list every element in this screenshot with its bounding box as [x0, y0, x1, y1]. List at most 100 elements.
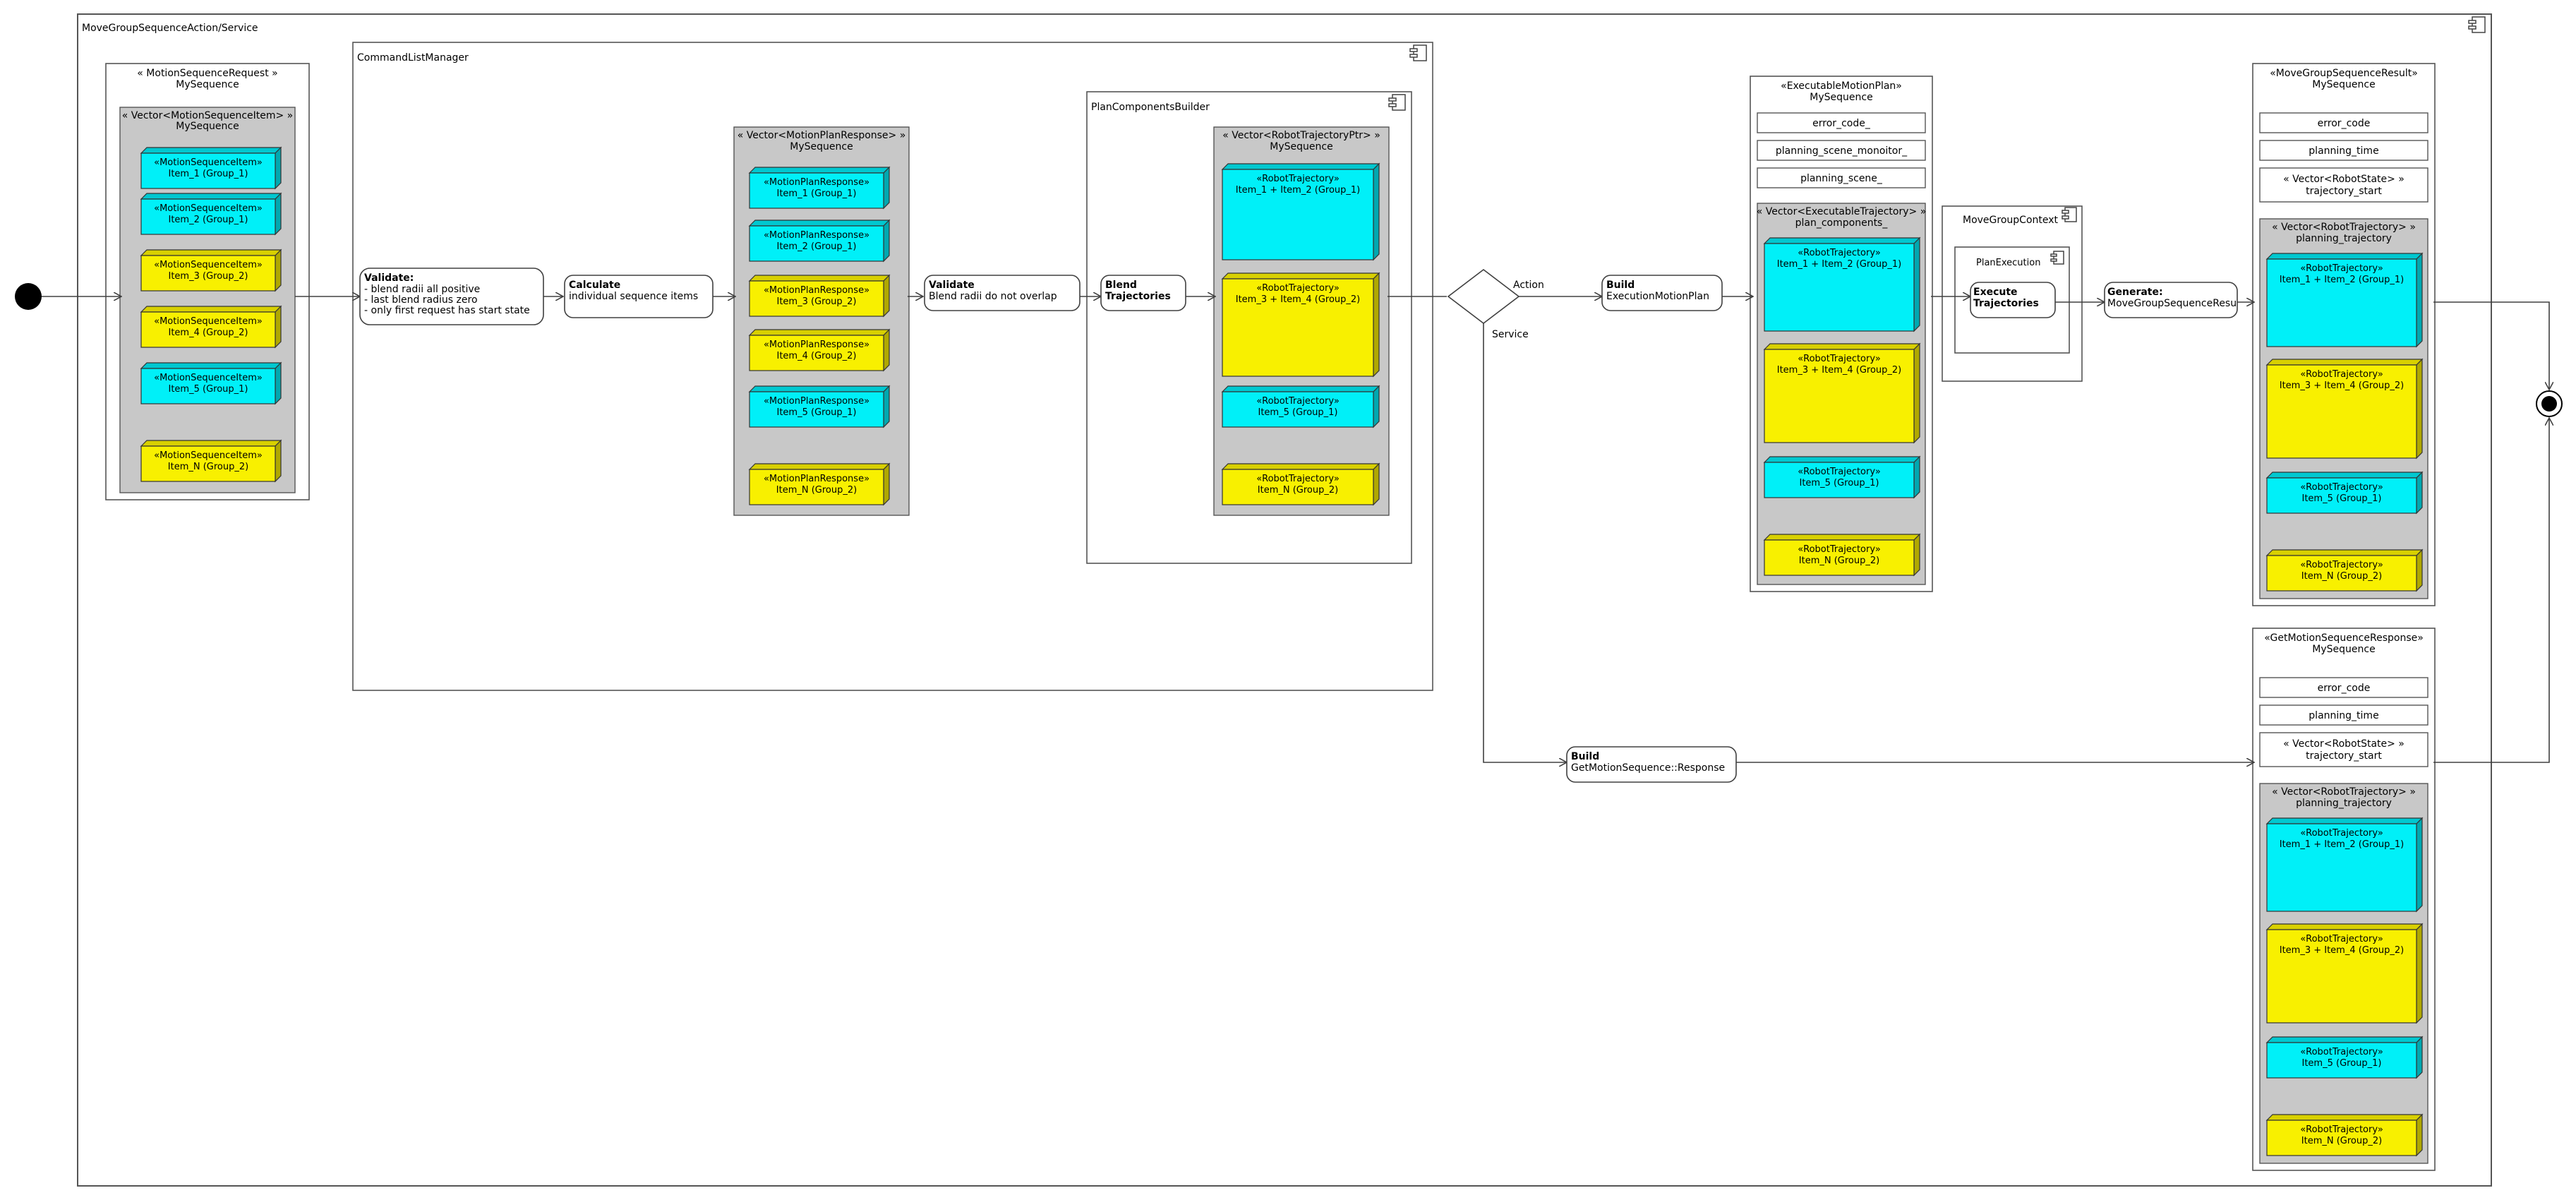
node-item: «RobotTrajectory»Item_N (Group_2) — [1763, 533, 1921, 577]
node-stereotype: «MotionPlanResponse» — [764, 396, 869, 407]
node-stereotype: «MotionPlanResponse» — [764, 230, 869, 241]
node-label: Item_3 + Item_4 (Group_2) — [2280, 945, 2405, 956]
node-item: «MotionSequenceItem»Item_3 (Group_2) — [140, 248, 282, 292]
node-item: «RobotTrajectory»Item_1 + Item_2 (Group_… — [2265, 252, 2424, 348]
move-group-sequence-result-object: «MoveGroupSequenceResult» MySequence err… — [2252, 63, 2436, 606]
vector-title: « Vector<ExecutableTrajectory> » — [1757, 206, 1927, 217]
node-item: «RobotTrajectory»Item_N (Group_2) — [2265, 1113, 2424, 1157]
node-item: «RobotTrajectory»Item_N (Group_2) — [2265, 548, 2424, 592]
field-box: planning_time — [2259, 140, 2428, 161]
vector-title: « Vector<RobotTrajectoryPtr> » — [1222, 130, 1380, 141]
plan-components-builder-frame: PlanComponentsBuilder — [1086, 91, 1412, 564]
action-execute-trajectories: Execute Trajectories — [1970, 282, 2056, 318]
component-icon — [2050, 251, 2064, 265]
node-label: Item_1 + Item_2 (Group_1) — [2280, 275, 2405, 285]
node-item: «RobotTrajectory»Item_N (Group_2) — [1221, 462, 1380, 506]
node-label: Item_4 (Group_2) — [777, 351, 857, 361]
svg-text:Generate:: Generate: — [2107, 287, 2163, 298]
move-group-context-title: MoveGroupContext — [1963, 215, 2059, 226]
node-stereotype: «RobotTrajectory» — [1256, 283, 1340, 294]
node-item: «RobotTrajectory»Item_3 + Item_4 (Group_… — [1763, 342, 1921, 444]
node-label: Item_N (Group_2) — [2301, 571, 2382, 582]
svg-text:planning_time: planning_time — [2309, 710, 2378, 721]
object-subtitle: MySequence — [1810, 92, 1872, 103]
node-item: «RobotTrajectory»Item_5 (Group_1) — [1763, 455, 1921, 499]
svg-text:Blend radii do not overlap: Blend radii do not overlap — [929, 291, 1057, 302]
outer-frame-title: MoveGroupSequenceAction/Service — [82, 23, 258, 34]
flow-edge — [2433, 301, 2549, 390]
node-item: «MotionPlanResponse»Item_3 (Group_2) — [748, 274, 891, 318]
node-item: «MotionSequenceItem»Item_1 (Group_1) — [140, 146, 282, 190]
node-item: «MotionPlanResponse»Item_1 (Group_1) — [748, 166, 891, 210]
action-validate-overlap: Validate Blend radii do not overlap — [924, 275, 1081, 311]
node-label: Item_1 + Item_2 (Group_1) — [1236, 185, 1361, 196]
node-stereotype: «MotionPlanResponse» — [764, 285, 869, 296]
field-box: error_code — [2259, 677, 2428, 698]
node-stereotype: «MotionSequenceItem» — [154, 450, 263, 461]
node-label: Item_5 (Group_1) — [1800, 478, 1879, 488]
node-item: «MotionPlanResponse»Item_2 (Group_1) — [748, 219, 891, 263]
decision-node: Action Service — [1447, 268, 1544, 340]
node-item: «RobotTrajectory»Item_5 (Group_1) — [2265, 471, 2424, 515]
node-stereotype: «RobotTrajectory» — [2300, 934, 2383, 944]
node-label: Item_N (Group_2) — [776, 485, 857, 496]
svg-text:individual sequence items: individual sequence items — [569, 291, 698, 302]
field-box: planning_scene_ — [1757, 167, 1926, 188]
object-title: «GetMotionSequenceResponse» — [2264, 632, 2424, 644]
node-item: «MotionPlanResponse»Item_4 (Group_2) — [748, 328, 891, 372]
svg-text:ExecutionMotionPlan: ExecutionMotionPlan — [1606, 291, 1709, 302]
guard-action-label: Action — [1513, 280, 1544, 291]
vector-subtitle: MySequence — [790, 141, 853, 152]
node-label: Item_N (Group_2) — [2301, 1136, 2382, 1146]
svg-text:planning_time: planning_time — [2309, 145, 2378, 157]
node-label: Item_3 + Item_4 (Group_2) — [2280, 380, 2405, 391]
node-stereotype: «MotionSequenceItem» — [154, 316, 263, 327]
move-group-context-frame: MoveGroupContext PlanExecution — [1942, 205, 2083, 382]
outer-frame: MoveGroupSequenceAction/Service — [77, 13, 2492, 1187]
node-stereotype: «MotionPlanResponse» — [764, 177, 869, 188]
svg-text:planning_scene_monoitor_: planning_scene_monoitor_ — [1776, 145, 1908, 157]
action-generate-result: Generate: MoveGroupSequenceResu — [2104, 282, 2238, 318]
control-flow-edges — [41, 296, 2549, 762]
node-label: Item_1 (Group_1) — [777, 188, 857, 199]
vector-title: « Vector<MotionPlanResponse> » — [738, 130, 906, 141]
node-stereotype: «MotionSequenceItem» — [154, 260, 263, 270]
vector-title: « Vector<MotionSequenceItem> » — [122, 110, 294, 121]
node-label: Item_3 (Group_2) — [169, 271, 248, 282]
field-box: « Vector<RobotState> » trajectory_start — [2259, 167, 2428, 203]
node-item: «MotionPlanResponse»Item_N (Group_2) — [748, 462, 891, 506]
field-box: error_code_ — [1757, 112, 1926, 133]
svg-text:MoveGroupSequenceResu: MoveGroupSequenceResu — [2107, 298, 2237, 309]
svg-text:error_code_: error_code_ — [1812, 118, 1871, 129]
object-subtitle: MySequence — [2312, 644, 2375, 655]
svg-text:« Vector<RobotState> »: « Vector<RobotState> » — [2283, 738, 2405, 750]
svg-text:error_code: error_code — [2318, 683, 2371, 694]
node-label: Item_5 (Group_1) — [777, 407, 857, 418]
node-label: Item_3 + Item_4 (Group_2) — [1777, 365, 1902, 376]
node-stereotype: «RobotTrajectory» — [1798, 354, 1881, 364]
vector-subtitle: plan_components_ — [1795, 217, 1889, 229]
svg-text:Calculate: Calculate — [569, 280, 620, 291]
node-label: Item_3 (Group_2) — [777, 296, 857, 307]
node-item: «RobotTrajectory»Item_5 (Group_1) — [1221, 385, 1380, 428]
svg-text:Execute: Execute — [1973, 287, 2018, 298]
final-node — [2536, 390, 2563, 417]
node-label: Item_2 (Group_1) — [777, 241, 857, 252]
node-stereotype: «MotionSequenceItem» — [154, 373, 263, 383]
component-icon — [2468, 16, 2486, 33]
svg-text:Validate: Validate — [929, 280, 975, 291]
node-stereotype: «MotionPlanResponse» — [764, 340, 869, 350]
vector-subtitle: MySequence — [1270, 141, 1332, 152]
object-title: «MoveGroupSequenceResult» — [2270, 68, 2418, 79]
node-label: Item_1 + Item_2 (Group_1) — [1777, 259, 1902, 270]
action-build-execution-plan: Build ExecutionMotionPlan — [1601, 275, 1723, 311]
node-label: Item_1 (Group_1) — [169, 169, 248, 179]
get-motion-sequence-response-object: «GetMotionSequenceResponse» MySequence e… — [2252, 628, 2436, 1171]
svg-text:trajectory_start: trajectory_start — [2306, 750, 2382, 762]
svg-text:Validate:: Validate: — [364, 272, 414, 284]
node-label: Item_3 + Item_4 (Group_2) — [1236, 294, 1361, 305]
node-stereotype: «RobotTrajectory» — [1798, 544, 1881, 555]
node-label: Item_1 + Item_2 (Group_1) — [2280, 839, 2405, 850]
node-item: «RobotTrajectory»Item_3 + Item_4 (Group_… — [2265, 358, 2424, 460]
